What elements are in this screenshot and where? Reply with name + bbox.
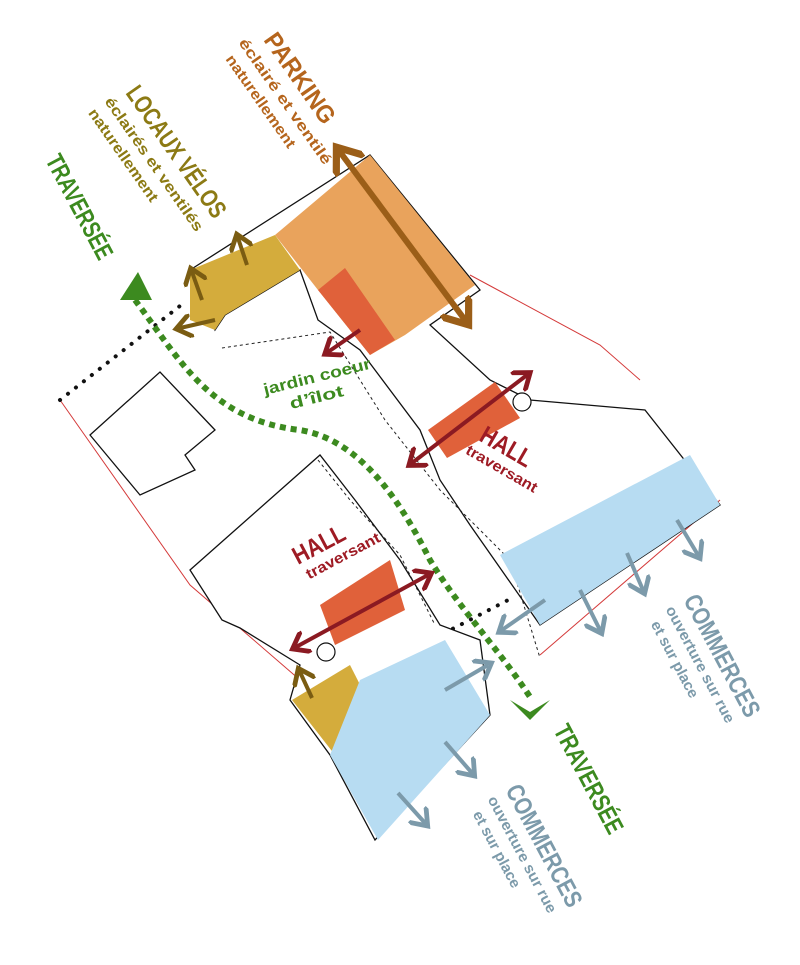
velos-zone-top xyxy=(190,235,300,330)
hall-left-arrow xyxy=(296,575,428,647)
hall-left-circle xyxy=(316,642,336,662)
commerces-left-label: COMMERCES ouverture sur rue et sur place xyxy=(469,780,588,916)
traversee-path xyxy=(132,298,535,702)
parking-ramp-arrow xyxy=(328,328,362,352)
parking-arrow xyxy=(340,152,465,320)
house-outline xyxy=(89,371,216,496)
traversee-bottom-label: TRAVERSÉE xyxy=(548,719,630,839)
commerce-arrows xyxy=(396,518,698,823)
jardin-label: jardin coeur d’îlot xyxy=(261,356,373,413)
commerce-left-zone xyxy=(330,640,490,840)
hall-right-arrow xyxy=(412,375,527,463)
traversee-top-label: TRAVERSÉE xyxy=(40,149,120,264)
hall-right-circle xyxy=(512,392,532,412)
dotted-limits xyxy=(58,300,514,640)
commerces-right-label: COMMERCES ouverture sur rue et sur place xyxy=(647,590,766,726)
velos-arrows xyxy=(180,238,312,699)
commerce-right-zone xyxy=(500,455,720,625)
traversee-arrow-bottom xyxy=(510,700,550,720)
velos-label: LOCAUX VÉLOS éclairés et ventilés nature… xyxy=(84,80,232,235)
traversee-arrow-top xyxy=(120,272,152,300)
